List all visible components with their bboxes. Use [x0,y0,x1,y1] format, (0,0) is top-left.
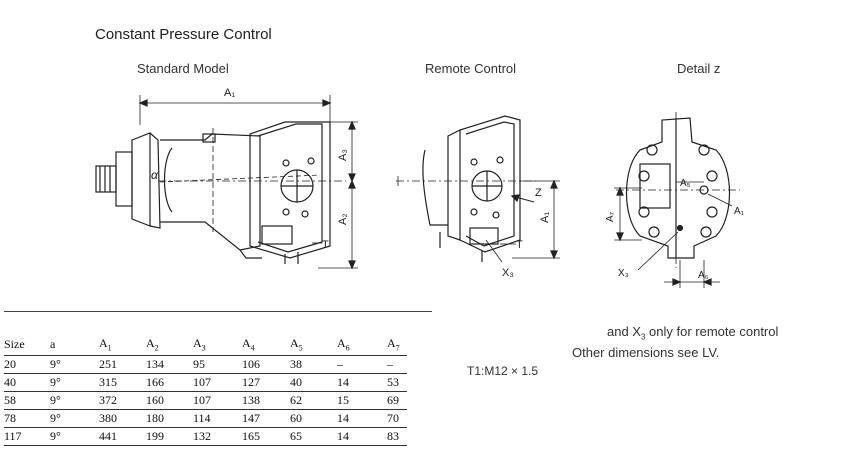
table-row: 117 9° 441 199 132 165 65 14 83 [4,427,407,446]
table-cell: 53 [387,373,407,392]
col-header-a6: A6 [337,333,387,356]
table-cell: 20 [4,355,50,374]
view-z-label: Z [535,187,542,199]
table-row: 20 9° 251 134 95 106 38 – – [4,355,407,374]
table-cell: 60 [290,409,337,428]
table-cell: 65 [290,427,337,446]
col-header-a2: A2 [146,333,193,356]
table-cell: 69 [387,391,407,410]
table-cell: 441 [99,427,146,446]
dimension-table: Size a A1 A2 A3 A4 A5 A6 A7 20 9° 251 13… [4,333,407,446]
table-row: 40 9° 315 166 107 127 40 14 53 [4,373,407,392]
table-cell: 372 [99,391,146,410]
table-cell: 199 [146,427,193,446]
col-header-size: Size [4,333,50,356]
col-header-a3: A3 [193,333,242,356]
col-header-a7: A7 [387,333,407,356]
table-cell: – [337,355,387,374]
table-cell: 95 [193,355,242,374]
table-cell: 147 [242,409,290,428]
table-cell: 117 [4,427,50,446]
port-t-remote-label: T [516,239,523,251]
table-cell: 9° [50,427,99,446]
thread-spec-t1: T1:M12 × 1.5 [467,364,539,378]
table-cell: 15 [337,391,387,410]
table-cell: 70 [387,409,407,428]
alpha-label: α [151,168,159,182]
table-cell: 40 [290,373,337,392]
table-cell: 380 [99,409,146,428]
port-x3-detail-label: X₃ [618,268,629,279]
table-cell: 9° [50,355,99,374]
table-top-rule [4,311,432,312]
detail-z-drawing [614,112,740,288]
dim-a1-remote-label: A₁ [539,212,551,223]
table-cell: 9° [50,391,99,410]
table-header-row: Size a A1 A2 A3 A4 A5 A6 A7 [4,333,407,356]
table-cell: 14 [337,373,387,392]
view-label-remote: Remote Control [425,61,517,76]
page-title: Constant Pressure Control [95,26,272,43]
table-cell: 40 [4,373,50,392]
table-cell: 14 [337,409,387,428]
table-cell: 58 [4,391,50,410]
table-cell: 166 [146,373,193,392]
table-cell: 83 [387,427,407,446]
table-cell: 160 [146,391,193,410]
col-header-a5: A5 [290,333,337,356]
table-cell: 62 [290,391,337,410]
view-label-detail: Detail z [677,61,721,76]
table-cell: 165 [242,427,290,446]
table-cell: 9° [50,373,99,392]
col-header-a4: A4 [242,333,290,356]
remote-only-note: and X3 only for remote control [607,324,779,342]
dim-a5-label: A₅ [680,178,691,189]
table-cell: 251 [99,355,146,374]
table-cell: 127 [242,373,290,392]
table-cell: 9° [50,409,99,428]
table-cell: 180 [146,409,193,428]
table-cell: 132 [193,427,242,446]
dim-a1-label: A₁ [224,87,235,99]
table-cell: 106 [242,355,290,374]
table-cell: 107 [193,373,242,392]
table-row: 78 9° 380 180 114 147 60 14 70 [4,409,407,428]
port-x3-label: X₃ [502,267,514,279]
remote-control-drawing [396,115,560,263]
dim-a3-label: A₃ [337,149,349,161]
other-dimensions-note: Other dimensions see LV. [572,345,720,360]
standard-model-drawing [95,95,358,270]
dim-a2-label: A₂ [337,213,349,225]
table-cell: 138 [242,391,290,410]
table-cell: 114 [193,409,242,428]
table-cell: 107 [193,391,242,410]
port-a1-detail-label: A₁ [734,206,745,217]
col-header-a: a [50,333,99,356]
dim-a7-label: A₇ [605,211,616,222]
table-cell: 14 [337,427,387,446]
table-cell: 38 [290,355,337,374]
table-cell: 315 [99,373,146,392]
col-header-a1: A1 [99,333,146,356]
table-cell: – [387,355,407,374]
dim-a6-label: A₆ [698,270,709,281]
table-row: 58 9° 372 160 107 138 62 15 69 [4,391,407,410]
port-t-label: T [322,239,329,251]
table-cell: 78 [4,409,50,428]
view-label-standard: Standard Model [137,61,229,76]
table-cell: 134 [146,355,193,374]
